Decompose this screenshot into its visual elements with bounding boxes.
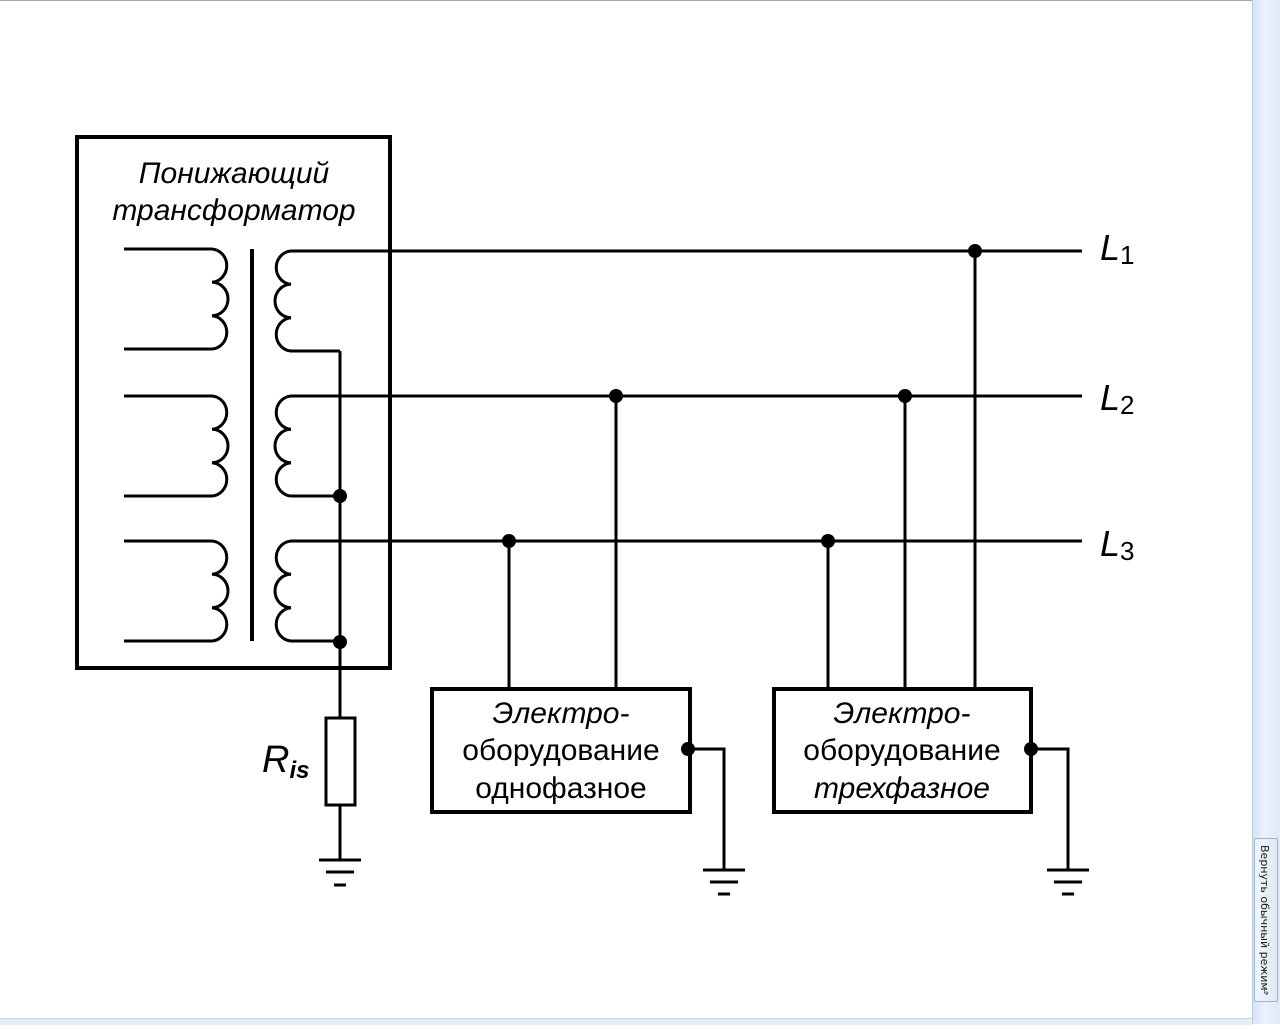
junction-dot: [681, 742, 695, 756]
junction-dot: [333, 489, 347, 503]
three-phase-label-line1: Электро-: [834, 697, 971, 730]
line-label-l3: L3: [1100, 523, 1135, 566]
arrow-icon: ↳: [1262, 988, 1270, 998]
single-phase-label-line3: однофазное: [475, 772, 647, 805]
ground-symbol-three-phase: [1047, 868, 1089, 896]
transformer-title-line1: Понижающий: [139, 157, 330, 190]
top-border: [0, 0, 1252, 1]
single-phase-label-line1: Электро-: [493, 697, 630, 730]
single-phase-label-line2: оборудование: [462, 734, 659, 767]
return-normal-mode-label: Вернуть обычный режим: [1258, 845, 1271, 991]
secondary-winding-3: [273, 539, 1082, 643]
primary-winding-2: [124, 394, 230, 498]
three-phase-ground-wire: [1031, 747, 1070, 870]
ground-symbol-single-phase: [703, 868, 745, 896]
junction-dot: [898, 389, 912, 403]
resistor-body: [324, 716, 357, 807]
primary-winding-3: [124, 539, 230, 643]
line-label-l1: L1: [1100, 227, 1135, 270]
line-label-l2: L2: [1100, 377, 1135, 420]
secondary-winding-1: [273, 249, 1082, 353]
transformer-title-line2: трансформатор: [112, 194, 355, 227]
junction-dot: [333, 635, 347, 649]
junction-dot: [502, 534, 516, 548]
junction-dot: [968, 244, 982, 258]
diagram-canvas: Понижающий трансформатор L1 L2 L3 Ris Эл…: [0, 0, 1252, 1025]
transformer-box: [75, 135, 392, 670]
resistor-label: Ris: [262, 739, 309, 784]
junction-dot: [821, 534, 835, 548]
bottom-scroll-strip: [0, 1018, 1252, 1025]
it-system-diagram: Понижающий трансформатор L1 L2 L3 Ris Эл…: [75, 135, 1135, 896]
three-phase-label-line2: оборудование: [803, 734, 1000, 767]
secondary-winding-2: [273, 394, 1082, 498]
junction-dot: [609, 389, 623, 403]
junction-dot: [1024, 742, 1038, 756]
ground-symbol-resistor: [319, 858, 361, 887]
three-phase-label-line3: трехфазное: [814, 772, 990, 805]
single-phase-ground-wire: [688, 747, 726, 870]
primary-winding-1: [124, 247, 230, 351]
return-normal-mode-button[interactable]: Вернуть обычный режим ↳: [1254, 838, 1278, 1002]
